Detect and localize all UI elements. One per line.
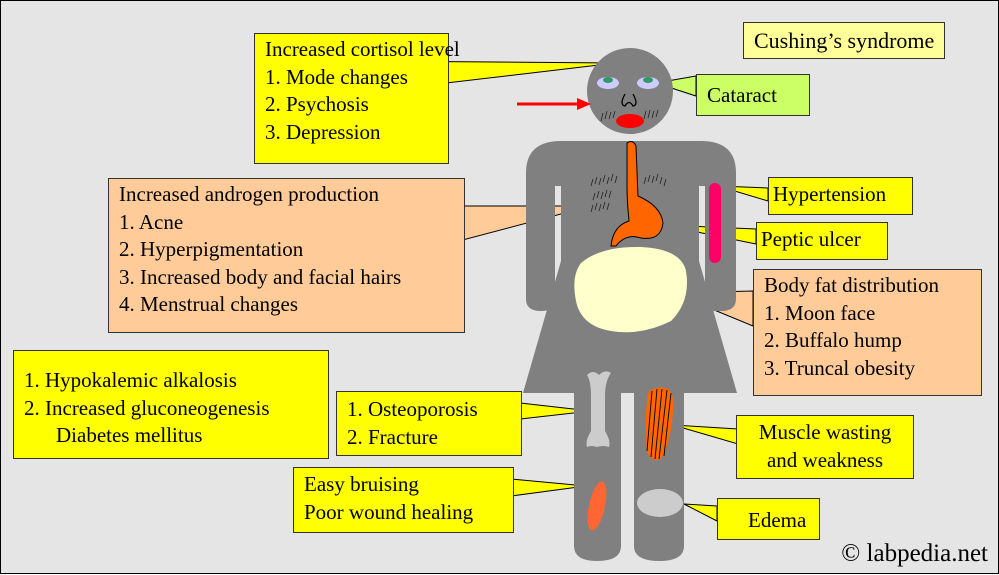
edema-swelling xyxy=(637,489,683,517)
peptic-ulcer-label: Peptic ulcer xyxy=(761,227,861,251)
callout-metabolic: 1. Hypokalemic alkalosis 2. Increased gl… xyxy=(13,350,329,459)
lips xyxy=(616,114,644,128)
left-iris xyxy=(603,77,613,83)
chest-hair xyxy=(590,173,667,213)
muscle-line: Muscle wasting xyxy=(758,420,892,444)
hypertension-label: Hypertension xyxy=(773,182,887,206)
femur-bone xyxy=(586,371,611,447)
left-leg xyxy=(574,391,621,561)
cortisol-item: 3. Depression xyxy=(265,119,381,144)
bone-item: 2. Fracture xyxy=(347,424,438,449)
callout-bone: 1. Osteoporosis 2. Fracture xyxy=(336,391,522,456)
right-iris xyxy=(643,77,653,83)
red-arrow xyxy=(517,98,591,110)
callout-fat-distribution: Body fat distribution 1. Moon face 2. Bu… xyxy=(753,269,982,396)
metabolic-subitem: Diabetes mellitus xyxy=(56,423,203,447)
callout-skin: Easy bruising Poor wound healing xyxy=(293,467,514,533)
androgen-item: 3. Increased body and facial hairs xyxy=(119,264,402,289)
esophagus-stomach xyxy=(610,141,664,247)
callout-muscle: Muscle wasting and weakness xyxy=(736,415,914,479)
metabolic-item: 2. Increased gluconeogenesis xyxy=(24,395,270,420)
callout-cataract: Cataract xyxy=(696,74,810,116)
callout-androgen: Increased androgen production 1. Acne 2.… xyxy=(108,178,465,333)
cortisol-item: 1. Mode changes xyxy=(265,64,408,89)
head xyxy=(587,48,673,134)
cortisol-heading: Increased cortisol level xyxy=(265,37,460,61)
diagram-title: Cushing’s syndrome xyxy=(743,22,946,59)
cortisol-item: 2. Psychosis xyxy=(265,92,369,116)
androgen-item: 2. Hyperpigmentation xyxy=(119,237,304,261)
callout-edema: Edema xyxy=(717,498,820,540)
nose xyxy=(621,93,637,107)
edema-pointer xyxy=(683,503,718,522)
cataract-label: Cataract xyxy=(707,83,777,107)
title-text: Cushing’s syndrome xyxy=(754,28,935,53)
facial-hair xyxy=(600,109,659,122)
androgen-item: 1. Acne xyxy=(119,209,184,234)
muscle xyxy=(645,387,674,460)
callout-hypertension: Hypertension xyxy=(768,177,913,215)
muscle-line: and weakness xyxy=(766,447,884,472)
callout-cortisol: Increased cortisol level 1. Mode changes… xyxy=(254,33,460,164)
fat-item: 1. Moon face xyxy=(764,300,876,325)
artery xyxy=(709,183,721,263)
skin-line: Poor wound healing xyxy=(304,499,474,524)
bone-item: 1. Osteoporosis xyxy=(347,397,478,421)
bruise xyxy=(587,481,607,531)
abdominal-fat xyxy=(574,246,687,333)
androgen-item: 4. Menstrual changes xyxy=(119,292,299,316)
fat-heading: Body fat distribution xyxy=(764,273,939,297)
copyright-notice: © labpedia.net xyxy=(841,540,988,567)
callout-peptic-ulcer: Peptic ulcer xyxy=(756,222,888,260)
metabolic-item: 1. Hypokalemic alkalosis xyxy=(24,368,237,392)
edema-label: Edema xyxy=(748,508,807,532)
skin-line: Easy bruising xyxy=(304,472,419,496)
androgen-heading: Increased androgen production xyxy=(119,182,380,206)
fat-item: 2. Buffalo hump xyxy=(764,328,902,352)
fat-item: 3. Truncal obesity xyxy=(764,355,916,380)
